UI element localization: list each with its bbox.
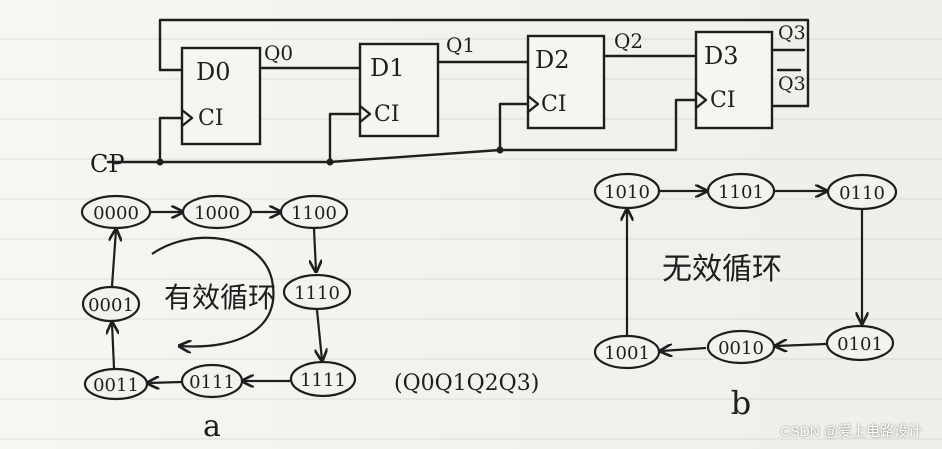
state-label-0010: 0010 — [718, 338, 764, 359]
ff2-ci-label: CI — [541, 92, 567, 117]
diagram-a-labels: 0000 1000 1100 0001 1110 0011 0111 1111 … — [88, 203, 539, 444]
arrow-0101-0010 — [776, 344, 827, 346]
q1-output-label: Q1 — [446, 33, 475, 57]
state-label-0001: 0001 — [88, 295, 134, 316]
caption-b: b — [731, 384, 751, 422]
state-label-0101: 0101 — [837, 334, 883, 355]
flipflop-0 — [180, 46, 262, 146]
state-node-1101 — [706, 172, 776, 210]
state-order-label: (Q0Q1Q2Q3) — [394, 371, 539, 396]
clock-to-ff1-wire — [328, 112, 362, 164]
circuit-labels: D0 D1 D2 D3 CI CI CI CI Q0 Q1 Q2 Q3 Q3 C… — [90, 22, 806, 178]
ff0-d-label: D0 — [196, 58, 231, 86]
arrow-0010-1001 — [661, 348, 707, 351]
junction-dot-1 — [156, 158, 164, 166]
flipflop-3 — [694, 30, 774, 130]
state-label-1100: 1100 — [291, 203, 337, 224]
arrow-1100-1110 — [314, 228, 316, 271]
state-node-0110 — [826, 173, 898, 211]
diagram-a — [80, 194, 357, 401]
arrow-1110-1111 — [317, 309, 322, 360]
clock-to-ff2-wire — [498, 102, 530, 152]
arrow-0011-0001 — [112, 323, 114, 369]
clock-to-ff3-wire — [674, 98, 698, 152]
circuit — [106, 18, 810, 166]
arrow-0001-0000 — [112, 230, 116, 287]
clock-marker-1 — [358, 104, 372, 124]
cp-label: CP — [90, 150, 125, 178]
flipflop-1 — [358, 42, 440, 138]
clock-to-ff0-wire — [158, 116, 184, 164]
clock-marker-2 — [526, 94, 540, 114]
ff2-d-label: D2 — [535, 46, 570, 74]
loop-label-a: 有效循环 — [164, 281, 276, 314]
junction-dot-3 — [496, 146, 504, 154]
q3bar-output-label: Q3 — [778, 73, 806, 95]
q2-output-label: Q2 — [614, 29, 643, 53]
ff3-d-label: D3 — [704, 42, 739, 70]
state-label-1001: 1001 — [604, 343, 650, 364]
ff1-d-label: D1 — [370, 54, 405, 82]
loop-label-b: 无效循环 — [662, 252, 782, 287]
diagram-b-labels: 1010 1101 0110 1001 0010 0101 无效循环 b — [604, 182, 885, 422]
junction-dot-2 — [326, 158, 334, 166]
arrow-0111-0011 — [148, 382, 182, 383]
ff3-ci-label: CI — [710, 88, 736, 113]
clock-marker-0 — [180, 108, 194, 128]
loop-indicator-a — [151, 236, 275, 347]
clock-marker-3 — [694, 90, 708, 110]
state-label-1111: 1111 — [300, 370, 346, 391]
state-label-0111: 0111 — [189, 372, 235, 393]
clock-bus-wire — [106, 148, 678, 164]
state-label-1010: 1010 — [604, 182, 650, 203]
state-label-1110: 1110 — [294, 283, 340, 304]
state-node-0101 — [825, 324, 895, 362]
ff1-ci-label: CI — [374, 102, 400, 127]
caption-a: a — [203, 409, 221, 444]
state-label-1000: 1000 — [194, 203, 240, 224]
state-label-0000: 0000 — [93, 203, 139, 224]
state-label-1101: 1101 — [718, 182, 764, 203]
q3-output-label: Q3 — [778, 22, 806, 44]
feedback-wire — [158, 18, 810, 92]
state-node-1110 — [282, 273, 352, 311]
flipflop-2 — [526, 34, 606, 130]
state-node-1010 — [593, 172, 661, 210]
state-label-0011: 0011 — [93, 375, 139, 396]
state-label-0110: 0110 — [839, 183, 885, 204]
watermark: CSDN @爱上电路设计 — [780, 423, 922, 439]
ff0-ci-label: CI — [198, 106, 224, 131]
q0-output-label: Q0 — [264, 41, 293, 65]
diagram-b — [593, 172, 898, 370]
